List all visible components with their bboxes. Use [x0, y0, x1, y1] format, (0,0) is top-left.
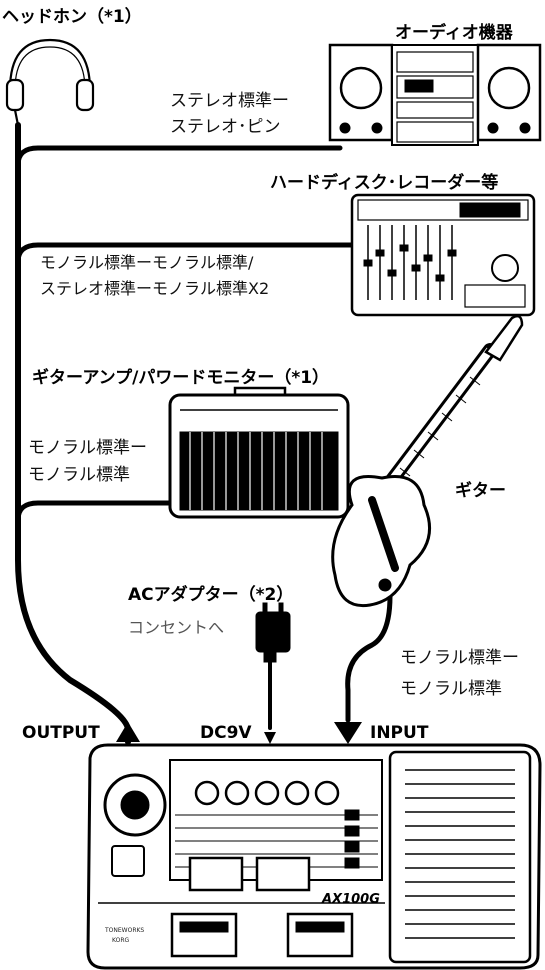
stereo-cable-label-1: ステレオ標準ー [170, 91, 289, 111]
guitar-cable-label-2: モノラル標準 [400, 679, 502, 699]
device-model: AX100G [321, 892, 380, 907]
hdd-label: ハードディスク･レコーダー等 [270, 172, 498, 193]
amp-cable-label-2: モノラル標準 [28, 465, 130, 485]
mono-cable-label-1: モノラル標準ーモノラル標準/ [40, 253, 254, 272]
output-arrow [116, 722, 140, 742]
headphones-icon [5, 38, 95, 126]
guitar-cable-label-1: モノラル標準ー [400, 648, 519, 668]
audio-cable [15, 145, 343, 168]
guitar-icon [331, 314, 524, 608]
hdd-cable [15, 242, 355, 265]
guitar-cable [345, 593, 393, 723]
amp-cable-label-1: モノラル標準ー [28, 438, 147, 458]
dc-label: DC9V [200, 723, 252, 743]
input-label: INPUT [370, 723, 429, 743]
input-arrow [334, 722, 362, 744]
amp-cable [15, 500, 239, 523]
audio-system-icon [328, 43, 542, 146]
dc-arrow [264, 732, 276, 744]
device-brand-sub: KORG [112, 937, 129, 944]
headphones-label: ヘッドホン（*1） [2, 6, 142, 27]
amp-label: ギターアンプ/パワードモニター（*1） [32, 367, 329, 388]
guitar-label: ギター [455, 481, 506, 501]
audio-label: オーディオ機器 [395, 22, 514, 43]
hdd-recorder-icon [350, 193, 536, 317]
output-bus-cable [15, 122, 131, 745]
guitar-amp-icon [168, 386, 350, 519]
cables [15, 122, 393, 745]
output-label: OUTPUT [22, 723, 100, 743]
outlet-label: コンセントへ [128, 618, 224, 637]
device-brand: TONEWORKS [104, 927, 144, 934]
adapter-label: ACアダプター（*2） [128, 584, 293, 605]
mono-cable-label-2: ステレオ標準ーモノラル標準X2 [40, 279, 269, 298]
stereo-cable-label-2: ステレオ･ピン [170, 117, 281, 137]
ax100g-device [86, 743, 542, 970]
ac-adapter-icon [255, 602, 291, 663]
